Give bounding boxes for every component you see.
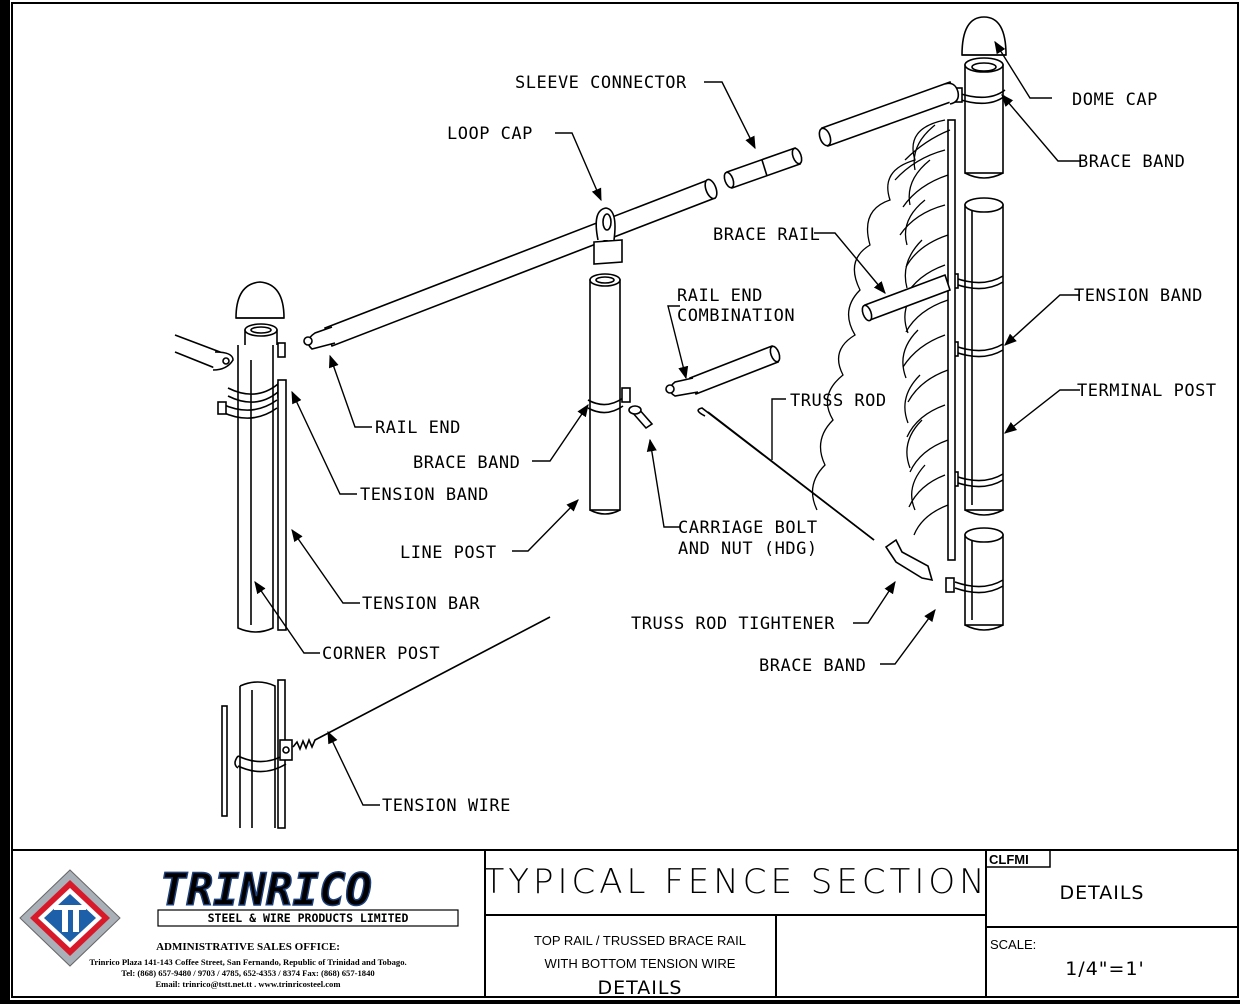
top-rail bbox=[303, 178, 718, 350]
label-truss-rod: TRUSS ROD bbox=[790, 391, 887, 411]
label-rail-end-combination-1: RAIL END bbox=[677, 286, 763, 306]
desc-line-3: DETAILS bbox=[597, 977, 682, 999]
label-sleeve-connector: SLEEVE CONNECTOR bbox=[515, 73, 687, 93]
truss-rod bbox=[697, 407, 875, 541]
terminal-post bbox=[964, 57, 1004, 631]
tension-bar-right bbox=[947, 119, 956, 561]
label-tension-band-right: TENSION BAND bbox=[1074, 286, 1203, 306]
label-dome-cap: DOME CAP bbox=[1072, 90, 1158, 110]
sheet-type: DETAILS bbox=[1059, 882, 1144, 904]
fence-illustration bbox=[174, 16, 1007, 829]
drawing-title: TYPICAL FENCE SECTION bbox=[483, 862, 988, 902]
corner-post bbox=[174, 281, 287, 633]
label-carriage-bolt-2: AND NUT (HDG) bbox=[678, 539, 818, 559]
tension-wire bbox=[292, 616, 551, 752]
carriage-bolt bbox=[628, 405, 654, 430]
office-phone: Tel: (868) 657-9480 / 9703 / 4785, 652-4… bbox=[121, 968, 374, 978]
chain-link-mesh bbox=[811, 119, 951, 536]
drawing-code: CLFMI bbox=[989, 852, 1029, 867]
label-loop-cap: LOOP CAP bbox=[447, 124, 533, 144]
fence-drawing: SLEEVE CONNECTOR LOOP CAP DOME CAP BRACE… bbox=[11, 2, 1239, 999]
sheet-border bbox=[11, 2, 1239, 998]
label-corner-post: CORNER POST bbox=[322, 644, 440, 664]
company-name: TRINRICO bbox=[160, 865, 372, 916]
tension-bar bbox=[277, 379, 287, 631]
line-post bbox=[587, 207, 631, 515]
desc-line-2: WITH BOTTOM TENSION WIRE bbox=[545, 956, 736, 971]
label-truss-rod-tightener: TRUSS ROD TIGHTENER bbox=[631, 614, 835, 634]
label-brace-band-bottom: BRACE BAND bbox=[759, 656, 866, 676]
leaders bbox=[254, 40, 1080, 806]
label-tension-band-left: TENSION BAND bbox=[360, 485, 489, 505]
scale-value: 1/4"=1' bbox=[1065, 958, 1145, 980]
truss-rod-tightener bbox=[884, 538, 934, 582]
drawing-sheet: SLEEVE CONNECTOR LOOP CAP DOME CAP BRACE… bbox=[10, 0, 1240, 1000]
label-brace-band-top: BRACE BAND bbox=[1078, 152, 1185, 172]
company-subtitle: STEEL & WIRE PRODUCTS LIMITED bbox=[208, 911, 409, 925]
corner-post-bottom bbox=[221, 679, 293, 829]
office-heading: ADMINISTRATIVE SALES OFFICE: bbox=[156, 941, 340, 953]
label-tension-bar: TENSION BAR bbox=[362, 594, 480, 614]
label-brace-rail: BRACE RAIL bbox=[713, 225, 820, 245]
brace-rail bbox=[861, 273, 952, 322]
label-rail-end: RAIL END bbox=[375, 418, 461, 438]
title-block-grid bbox=[484, 849, 1238, 997]
top-rail-right bbox=[818, 80, 960, 148]
label-line-post: LINE POST bbox=[400, 543, 497, 563]
sleeve-connector bbox=[723, 146, 803, 190]
label-terminal-post: TERMINAL POST bbox=[1077, 381, 1217, 401]
label-rail-end-combination-2: COMBINATION bbox=[677, 306, 795, 326]
label-tension-wire: TENSION WIRE bbox=[382, 796, 511, 816]
scale-label: SCALE: bbox=[990, 937, 1036, 952]
desc-line-1: TOP RAIL / TRUSSED BRACE RAIL bbox=[534, 933, 746, 948]
rail-end-combination bbox=[665, 344, 781, 397]
trinrico-logo bbox=[19, 869, 121, 967]
label-brace-band-mid: BRACE BAND bbox=[413, 453, 520, 473]
office-address: Trinrico Plaza 141-143 Coffee Street, Sa… bbox=[89, 957, 406, 967]
label-carriage-bolt-1: CARRIAGE BOLT bbox=[678, 518, 818, 538]
office-email: Email: trinrico@tstt.net.tt . www.trinri… bbox=[155, 979, 341, 989]
